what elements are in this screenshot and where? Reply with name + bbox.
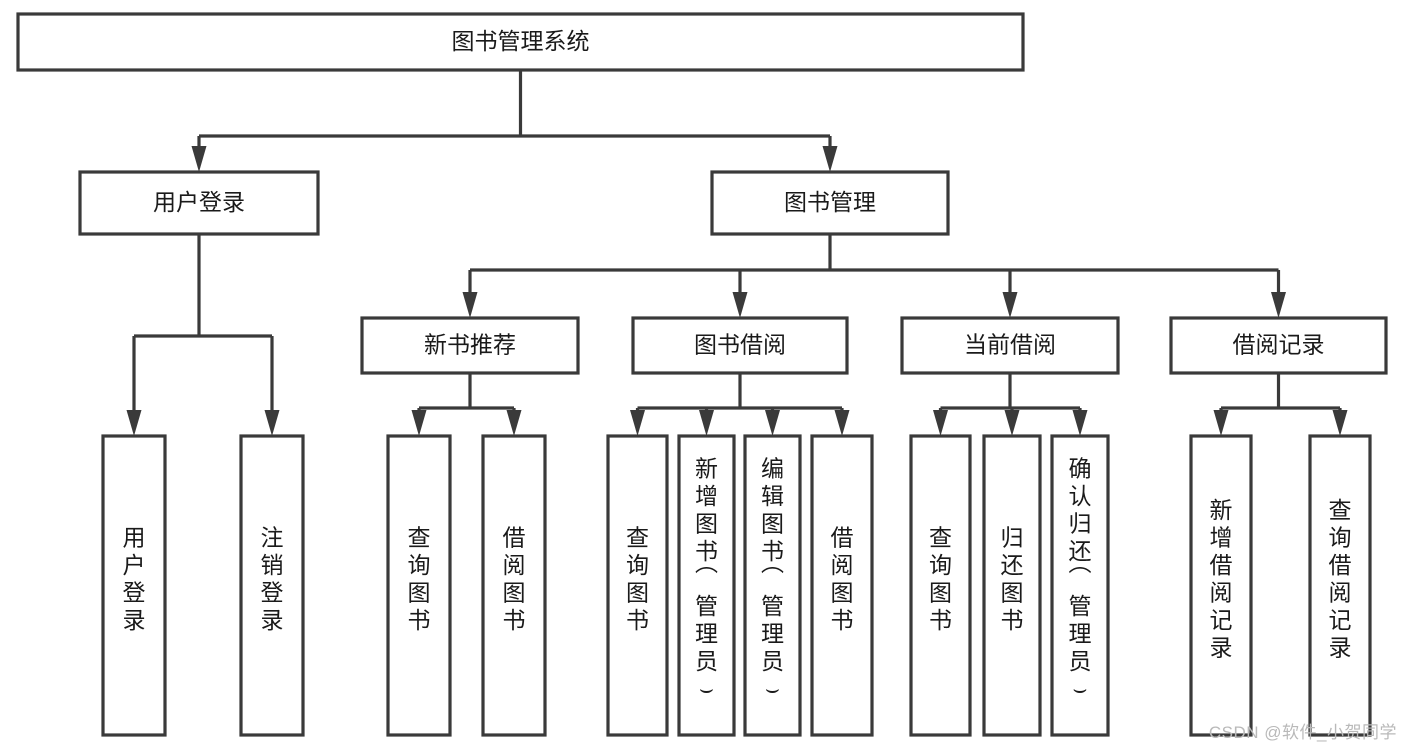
node-new-book-rec[interactable]: 新书推荐 [360, 316, 580, 375]
node-box-leaf-query-record [1308, 434, 1372, 737]
node-borrow-record[interactable]: 借阅记录 [1169, 316, 1388, 375]
node-leaf-query-book-borrow[interactable]: 查询图书 [606, 434, 669, 737]
node-box-book-manage [710, 170, 950, 236]
node-leaf-edit-book[interactable]: 编辑图书⌒管理员⌣ [743, 434, 802, 737]
node-label-leaf-return-book: 归还图书 [1001, 524, 1024, 633]
node-label-book-manage: 图书管理 [784, 189, 876, 215]
node-label-leaf-query-book-cur: 查询图书 [929, 524, 952, 633]
node-box-leaf-edit-book [743, 434, 802, 737]
node-box-leaf-confirm-return [1050, 434, 1110, 737]
node-box-leaf-query-book-cur [909, 434, 972, 737]
nodes-layer: 图书管理系统用户登录图书管理新书推荐图书借阅当前借阅借阅记录用户登录注销登录查询… [16, 12, 1388, 737]
node-label-leaf-borrow-book: 借阅图书 [831, 524, 854, 633]
node-box-current-borrow [900, 316, 1120, 375]
edge-group-borrow-record [1213, 373, 1348, 436]
node-leaf-logout[interactable]: 注销登录 [239, 434, 305, 737]
node-label-leaf-add-record: 新增借阅记录 [1210, 497, 1233, 661]
node-leaf-query-record[interactable]: 查询借阅记录 [1308, 434, 1372, 737]
node-user-login[interactable]: 用户登录 [78, 170, 320, 236]
node-label-leaf-query-book-rec: 查询图书 [408, 524, 431, 633]
node-box-leaf-query-book-rec [386, 434, 452, 737]
node-leaf-user-login[interactable]: 用户登录 [101, 434, 167, 737]
edge-group-book-borrow [630, 373, 850, 436]
node-label-current-borrow: 当前借阅 [964, 332, 1056, 358]
node-label-root: 图书管理系统 [452, 28, 590, 54]
node-box-leaf-logout [239, 434, 305, 737]
node-label-leaf-query-book-borrow: 查询图书 [626, 524, 649, 633]
edge-group-root [191, 70, 838, 172]
node-box-book-borrow [631, 316, 849, 375]
node-label-leaf-borrow-book-rec: 借阅图书 [503, 524, 526, 633]
node-box-leaf-add-record [1189, 434, 1253, 737]
node-box-user-login [78, 170, 320, 236]
node-label-new-book-rec: 新书推荐 [424, 332, 516, 358]
edge-group-book-manage [462, 234, 1286, 318]
node-leaf-confirm-return[interactable]: 确认归还⌒管理员⌣ [1050, 434, 1110, 737]
node-box-borrow-record [1169, 316, 1388, 375]
node-leaf-borrow-book-rec[interactable]: 借阅图书 [481, 434, 547, 737]
node-leaf-add-book[interactable]: 新增图书⌒管理员⌣ [677, 434, 736, 737]
node-box-leaf-add-book [677, 434, 736, 737]
node-current-borrow[interactable]: 当前借阅 [900, 316, 1120, 375]
node-leaf-query-book-cur[interactable]: 查询图书 [909, 434, 972, 737]
edge-group-user-login [126, 234, 280, 436]
node-label-leaf-query-record: 查询借阅记录 [1329, 497, 1352, 661]
node-book-borrow[interactable]: 图书借阅 [631, 316, 849, 375]
node-root[interactable]: 图书管理系统 [16, 12, 1025, 72]
node-box-leaf-user-login [101, 434, 167, 737]
node-label-leaf-edit-book: 编辑图书⌒管理员⌣ [761, 456, 784, 702]
node-leaf-query-book-rec[interactable]: 查询图书 [386, 434, 452, 737]
node-label-leaf-add-book: 新增图书⌒管理员⌣ [695, 456, 718, 702]
node-box-new-book-rec [360, 316, 580, 375]
node-box-leaf-query-book-borrow [606, 434, 669, 737]
node-box-leaf-borrow-book-rec [481, 434, 547, 737]
watermark-label: CSDN @软件_小贺同学 [1208, 723, 1397, 742]
edge-group-new-book-rec [411, 373, 522, 436]
node-label-borrow-record: 借阅记录 [1233, 332, 1325, 358]
node-label-leaf-logout: 注销登录 [261, 524, 284, 633]
edges-layer [126, 70, 1348, 436]
edge-group-current-borrow [933, 373, 1088, 436]
node-book-manage[interactable]: 图书管理 [710, 170, 950, 236]
node-box-root [16, 12, 1025, 72]
node-box-leaf-return-book [982, 434, 1042, 737]
node-leaf-add-record[interactable]: 新增借阅记录 [1189, 434, 1253, 737]
node-leaf-return-book[interactable]: 归还图书 [982, 434, 1042, 737]
node-label-leaf-confirm-return: 确认归还⌒管理员⌣ [1069, 456, 1092, 702]
node-label-user-login: 用户登录 [153, 189, 245, 215]
node-label-book-borrow: 图书借阅 [694, 332, 786, 358]
node-leaf-borrow-book[interactable]: 借阅图书 [810, 434, 874, 737]
node-box-leaf-borrow-book [810, 434, 874, 737]
node-label-leaf-user-login: 用户登录 [123, 524, 146, 633]
